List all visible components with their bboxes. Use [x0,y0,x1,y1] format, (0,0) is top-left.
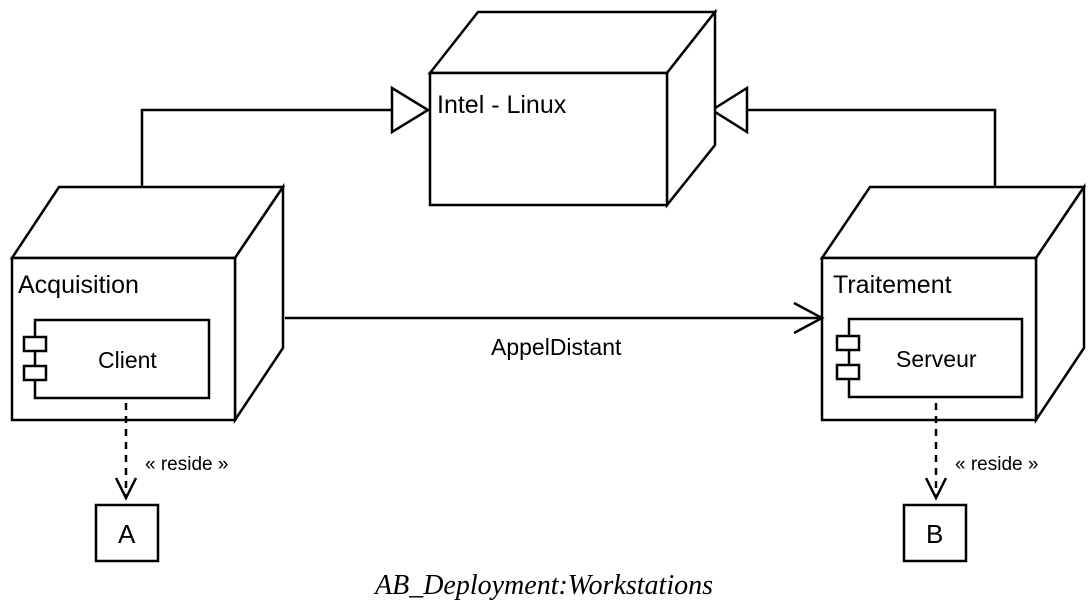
component-label: Serveur [896,346,977,372]
artifact-b[interactable]: B [902,503,968,563]
artifact-label: A [118,519,136,549]
component-label: Client [98,347,157,373]
generalization-traitement-to-platform [709,85,997,188]
node-label: Traitement [833,271,952,299]
node-label: Intel - Linux [437,91,567,119]
dashed-arrowhead-icon [114,477,138,501]
component-client[interactable]: Client [22,318,211,400]
node-intel-linux[interactable]: Intel - Linux [427,8,718,209]
component-port-icon [835,363,861,381]
artifact-a[interactable]: A [94,503,160,563]
diagram-caption: AB_Deployment:Workstations [373,570,713,601]
component-port-icon [835,334,861,352]
edge-label: « reside » [955,454,1038,475]
node-label: Acquisition [18,271,139,299]
component-port-icon [22,335,48,353]
dependency-reside-b: « reside » [924,403,1038,501]
generalization-arrowhead-icon [390,85,431,135]
node-acquisition[interactable]: Acquisition Client [9,182,286,425]
component-port-icon [22,364,48,382]
generalization-arrowhead-icon [709,85,749,135]
dependency-reside-a: « reside » [114,403,228,501]
dashed-arrowhead-icon [924,477,948,501]
node-traitement[interactable]: Traitement Serveur [819,182,1087,425]
component-serveur[interactable]: Serveur [835,317,1024,399]
generalization-acquisition-to-platform [140,85,431,188]
artifact-label: B [926,519,943,549]
edge-label: « reside » [145,454,228,475]
open-arrowhead-icon [793,301,825,335]
association-appel-distant: AppelDistant [285,301,825,360]
edge-label: AppelDistant [491,334,622,360]
